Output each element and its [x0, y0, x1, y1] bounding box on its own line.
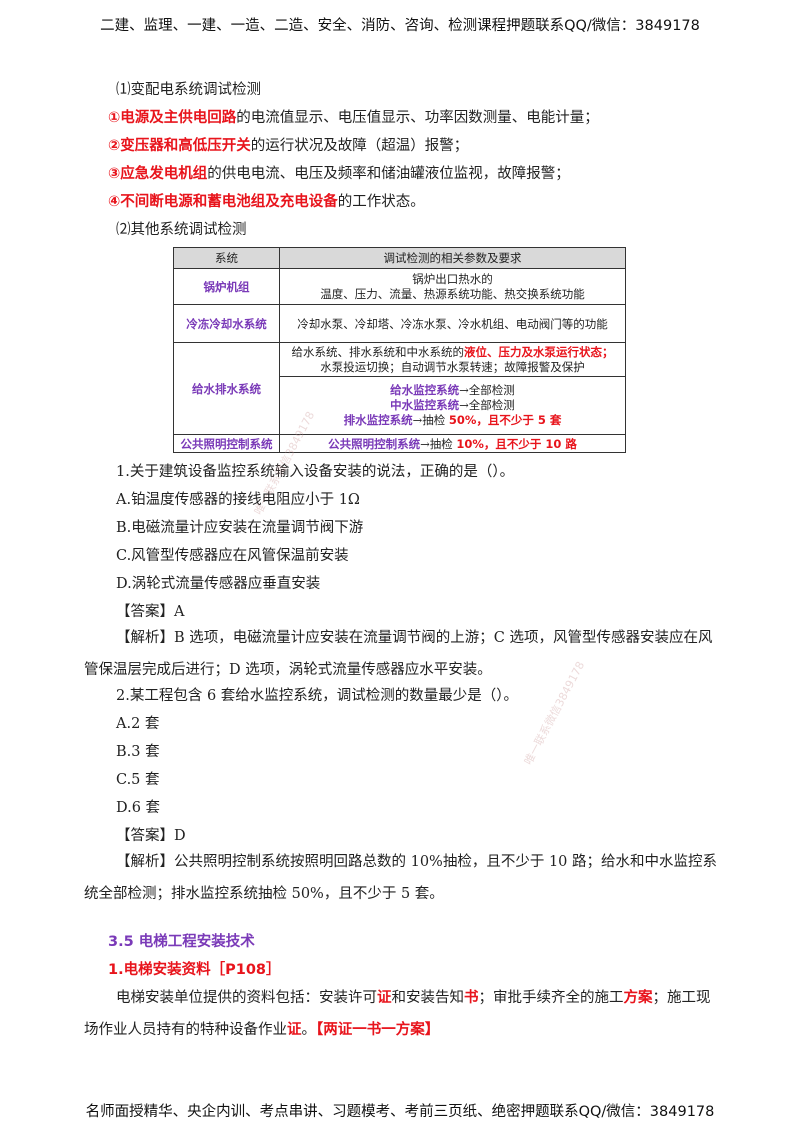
section35-paragraph: 电梯安装单位提供的资料包括：安装许可证和安装告知书；审批手续齐全的施工方案；施工…: [84, 990, 711, 1038]
q1-stem: 1.关于建筑设备监控系统输入设备安装的说法，正确的是（）。: [116, 464, 515, 480]
table-row: 锅炉机组 锅炉出口热水的 温度、压力、流量、热源系统功能、热交换系统功能: [173, 268, 626, 305]
q1-option-c: C.风管型传感器应在风管保温前安装: [116, 548, 349, 564]
system-table: 系统 调试检测的相关参数及要求 锅炉机组 锅炉出口热水的 温度、压力、流量、热源…: [173, 247, 626, 453]
row-desc-lighting: 公共照明控制系统→抽检 10%，且不少于 10 路: [279, 434, 626, 453]
q1-option-d: D.涡轮式流量传感器应垂直安装: [116, 576, 321, 592]
q1-answer: 【答案】A: [116, 604, 185, 620]
q2-option-d: D.6 套: [116, 800, 161, 816]
table-header-system: 系统: [173, 247, 280, 269]
row-name-cooling: 冷冻冷却水系统: [173, 304, 280, 343]
section1-item-3: ③应急发电机组的供电电流、电压及频率和储油罐液位监视，故障报警；: [108, 166, 570, 182]
section2-title: ⑵其他系统调试检测: [116, 222, 247, 238]
q1-option-a: A.铂温度传感器的接线电阻应小于 1Ω: [116, 492, 360, 508]
q2-analysis: 【解析】公共照明控制系统按照明回路总数的 10%抽检，且不少于 10 路；给水和…: [84, 854, 718, 902]
page-header: 二建、监理、一建、一造、二造、安全、消防、咨询、检测课程押题联系QQ/微信：38…: [100, 18, 700, 34]
q2-option-b: B.3 套: [116, 744, 160, 760]
page-footer: 名师面授精华、央企内训、考点串讲、习题模考、考前三页纸、绝密押题联系QQ/微信：…: [85, 1104, 715, 1120]
section1-item-2: ②变压器和高低压开关的运行状况及故障（超温）报警；: [108, 138, 469, 154]
section35-title: 3.5 电梯工程安装技术: [108, 934, 255, 950]
table-row: 公共照明控制系统 公共照明控制系统→抽检 10%，且不少于 10 路: [173, 434, 626, 453]
row-desc-boiler: 锅炉出口热水的 温度、压力、流量、热源系统功能、热交换系统功能: [279, 268, 626, 305]
table-row: 冷冻冷却水系统 冷却水泵、冷却塔、冷冻水泵、冷水机组、电动阀门等的功能: [173, 304, 626, 343]
q2-option-a: A.2 套: [116, 716, 160, 732]
row-desc-cooling: 冷却水泵、冷却塔、冷冻水泵、冷水机组、电动阀门等的功能: [279, 304, 626, 343]
row-name-lighting: 公共照明控制系统: [173, 434, 280, 453]
q1-analysis: 【解析】B 选项，电磁流量计应安装在流量调节阀的上游；C 选项，风管型传感器安装…: [84, 630, 713, 678]
section1-item-4: ④不间断电源和蓄电池组及充电设备的工作状态。: [108, 194, 425, 210]
row-desc-water-a: 给水系统、排水系统和中水系统的液位、压力及水泵运行状态； 水泵投运切换；自动调节…: [279, 342, 626, 377]
q2-answer: 【答案】D: [116, 828, 186, 844]
q2-option-c: C.5 套: [116, 772, 160, 788]
section1-title: ⑴变配电系统调试检测: [116, 82, 261, 98]
row-name-water: 给水排水系统: [173, 342, 280, 435]
q1-option-b: B.电磁流量计应安装在流量调节阀下游: [116, 520, 364, 536]
section35-subtitle: 1.电梯安装资料［P108］: [108, 962, 281, 978]
table-row: 给水排水系统 给水系统、排水系统和中水系统的液位、压力及水泵运行状态； 水泵投运…: [173, 342, 626, 435]
row-name-boiler: 锅炉机组: [173, 268, 280, 305]
table-header-params: 调试检测的相关参数及要求: [279, 247, 626, 269]
table-header-row: 系统 调试检测的相关参数及要求: [173, 247, 626, 269]
section1-item-1: ①电源及主供电回路的电流值显示、电压值显示、功率因数测量、电能计量；: [108, 110, 599, 126]
row-desc-water-b: 给水监控系统→全部检测 中水监控系统→全部检测 排水监控系统→抽检 50%，且不…: [279, 376, 626, 435]
q2-stem: 2.某工程包含 6 套给水监控系统，调试检测的数量最少是（）。: [116, 688, 519, 704]
table-row: 给水监控系统→全部检测 中水监控系统→全部检测 排水监控系统→抽检 50%，且不…: [174, 376, 626, 435]
